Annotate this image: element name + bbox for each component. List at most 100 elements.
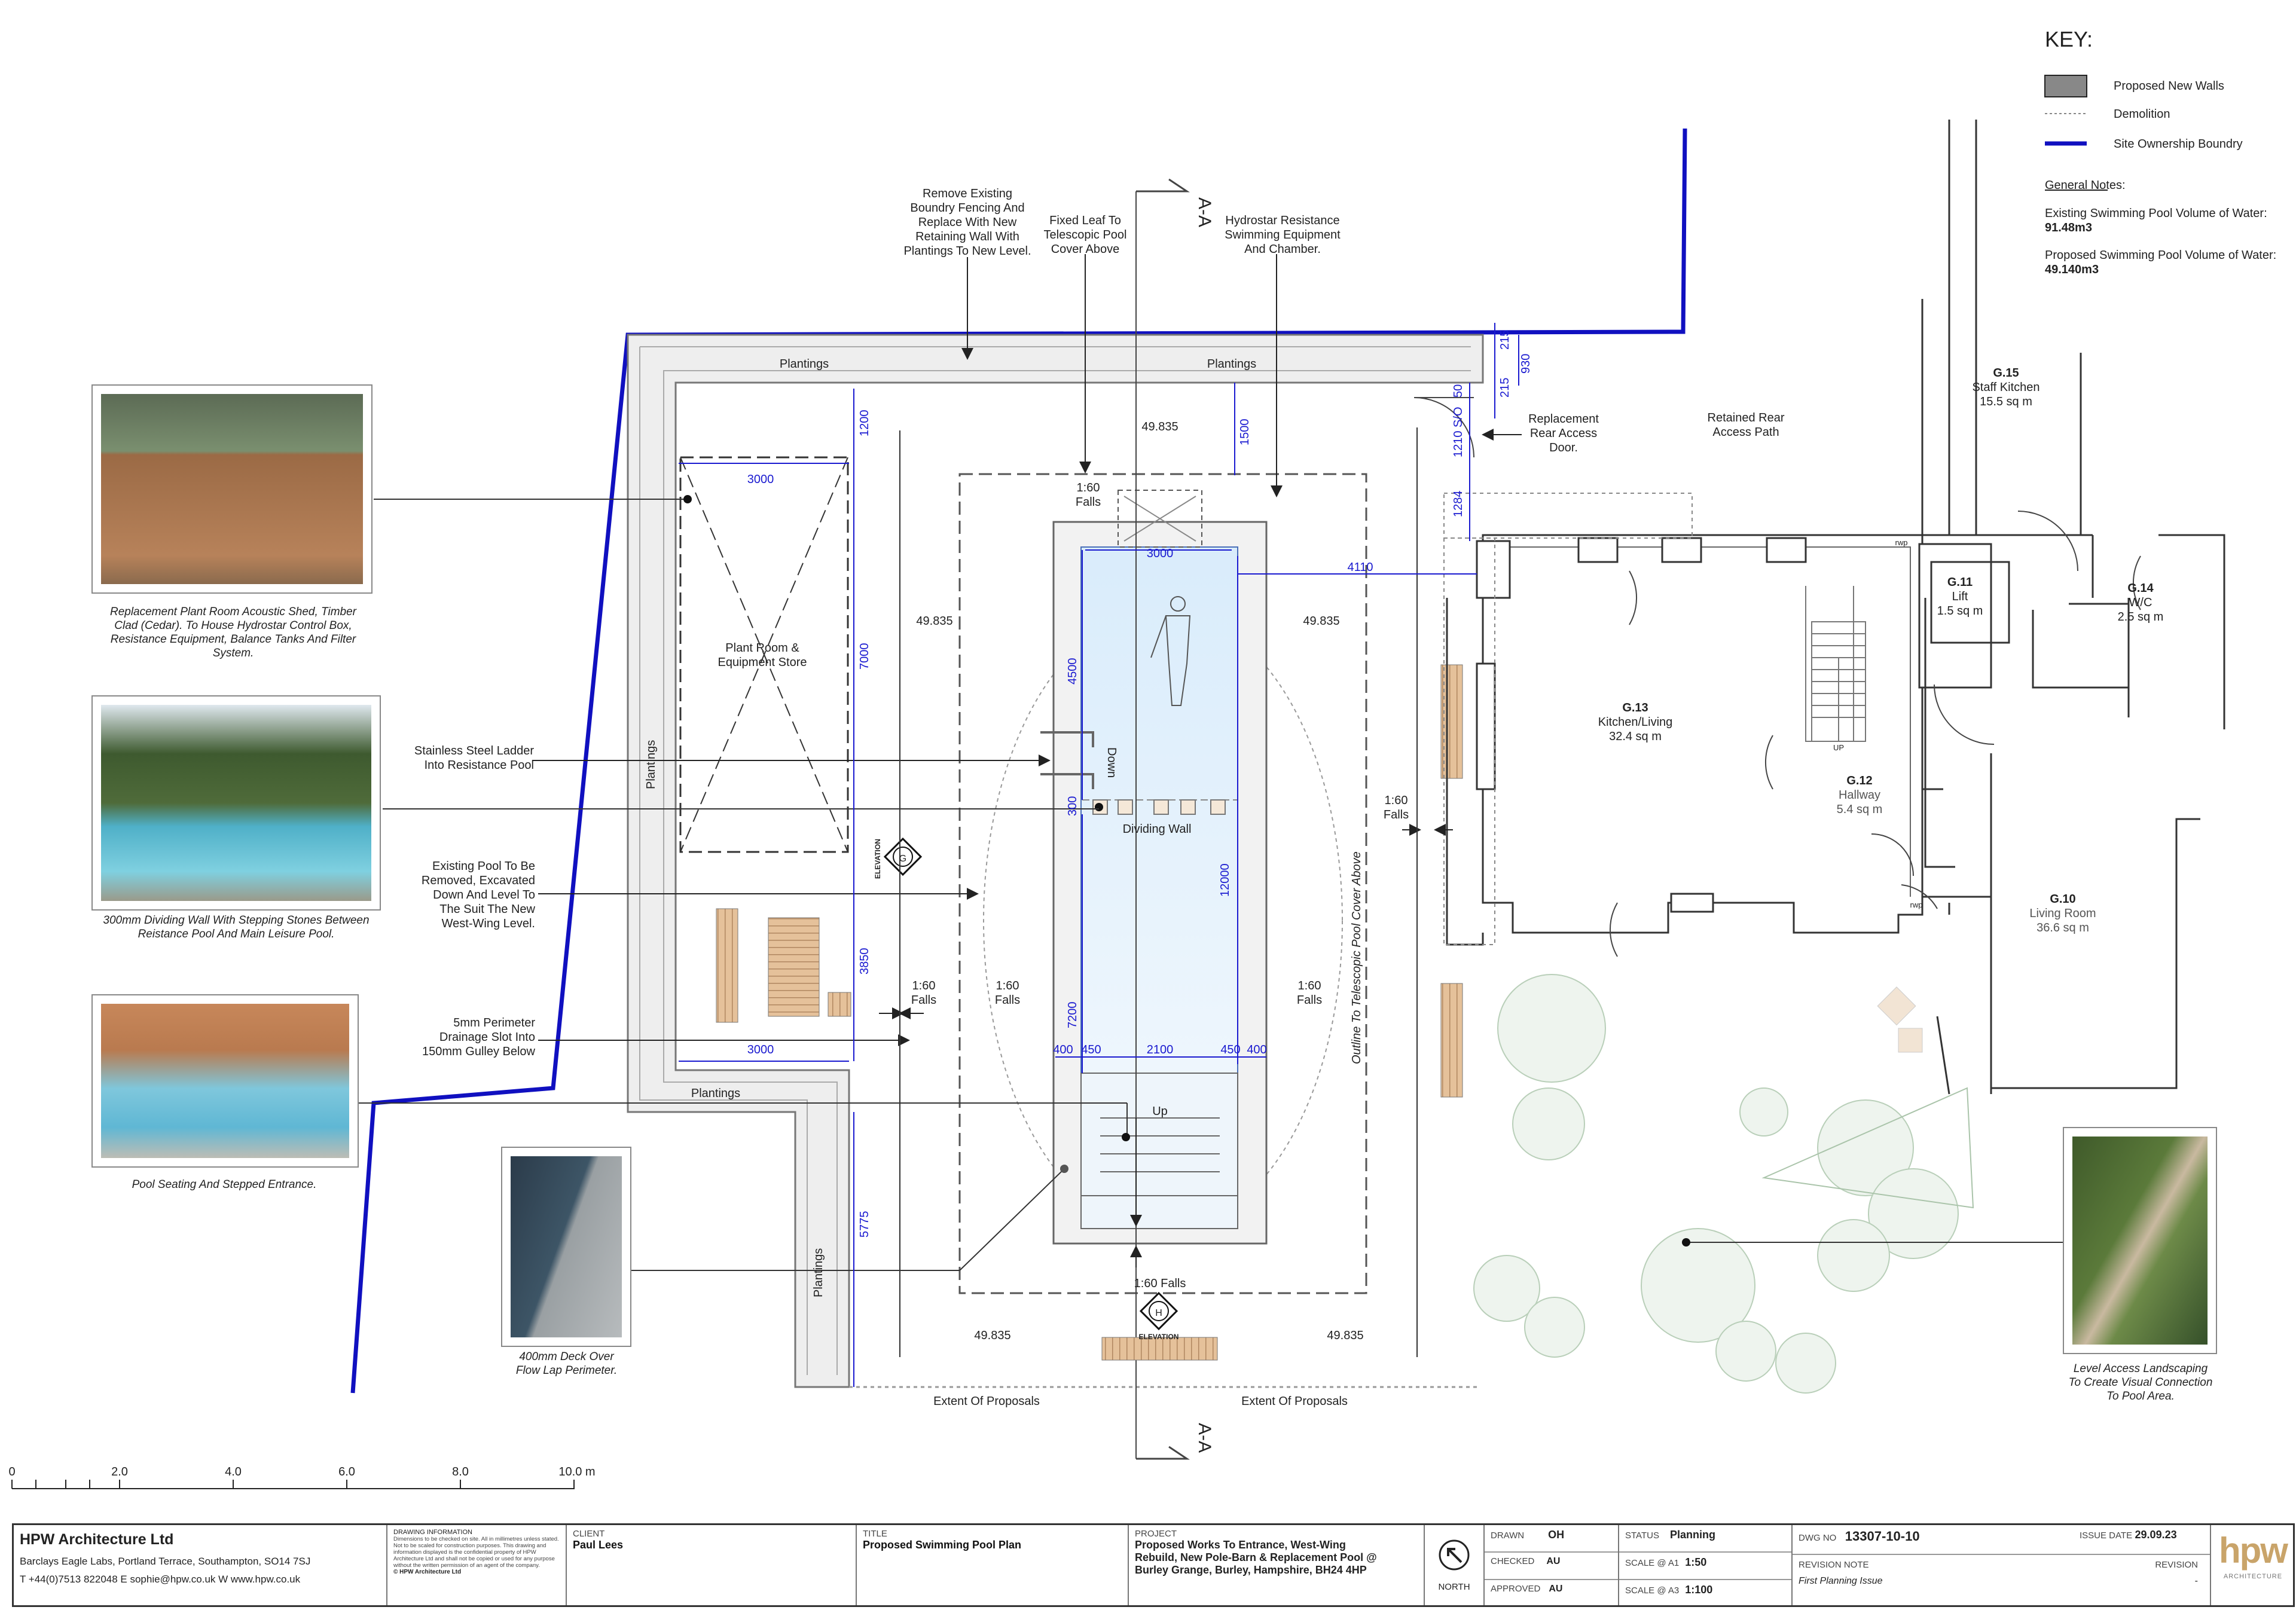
label-falls-bottom: 1:60 Falls xyxy=(1134,1277,1186,1290)
room-g11-area: 1.5 sq m xyxy=(1937,604,1983,618)
label-down: Down xyxy=(1105,747,1118,778)
dwg-cell: DWG NO 13307-10-10 ISSUE DATE 29.09.23 R… xyxy=(1793,1525,2211,1605)
north-cell: NORTH xyxy=(1425,1525,1485,1605)
room-g10-code: G.10 xyxy=(2050,893,2075,906)
scale-a3-value: 1:100 xyxy=(1685,1584,1713,1596)
hpw-logo: hpw xyxy=(2219,1530,2288,1571)
room-g10-area: 36.6 sq m xyxy=(2037,921,2089,934)
label-retained-path-2: Access Path xyxy=(1712,426,1779,439)
dwg-value: 13307-10-10 xyxy=(1845,1529,1920,1544)
label-remove-fencing-5: Plantings To New Level. xyxy=(903,245,1031,258)
dim-300: 300 xyxy=(1066,796,1079,816)
dim-1284: 1284 xyxy=(1452,491,1465,518)
label-drainage-2: Drainage Slot Into xyxy=(439,1031,535,1044)
label-stairs-up: UP xyxy=(1833,743,1844,752)
label-remove-fencing-2: Boundry Fencing And xyxy=(910,201,1024,215)
room-g11-code: G.11 xyxy=(1947,576,1973,589)
drawing-copyright: © HPW Architecture Ltd xyxy=(393,1569,462,1575)
dwg-label: DWG NO xyxy=(1799,1533,1837,1543)
company-cell: HPW Architecture Ltd Barclays Eagle Labs… xyxy=(14,1525,387,1605)
photo-pool-seating xyxy=(91,994,359,1168)
level-1: 49.835 xyxy=(1141,420,1178,433)
section-label-top: A-A xyxy=(1195,197,1214,227)
title-cell: TITLE Proposed Swimming Pool Plan xyxy=(857,1525,1129,1605)
dim-450-right: 450 xyxy=(1220,1043,1240,1056)
label-remove-fencing-3: Replace With New xyxy=(918,216,1017,229)
key-item-new-walls: Proposed New Walls xyxy=(2114,80,2224,93)
caption-shed: Replacement Plant Room Acoustic Shed, Ti… xyxy=(109,606,357,659)
elevation-h-label: ELEVATION xyxy=(1139,1333,1179,1341)
label-remove-fencing-4: Retaining Wall With xyxy=(915,230,1019,243)
key-item-demolition: Demolition xyxy=(2114,108,2170,121)
planting-wall xyxy=(627,334,1484,1388)
caption-dividing: 300mm Dividing Wall With Stepping Stones… xyxy=(103,914,370,940)
label-hydrostar-1: Hydrostar Resistance xyxy=(1225,214,1339,227)
status-value: Planning xyxy=(1669,1529,1715,1541)
drawing-info-text: Dimensions to be checked on site. All in… xyxy=(393,1536,559,1569)
label-ladder-1: Stainless Steel Ladder xyxy=(414,744,534,757)
site-ownership-boundary xyxy=(350,128,1687,1394)
room-g14-area: 2.5 sq m xyxy=(2118,610,2164,624)
photo-deck xyxy=(501,1147,631,1347)
dim-7200: 7200 xyxy=(1066,1002,1079,1029)
scale-8: 8.0 xyxy=(452,1465,469,1478)
title-label: TITLE xyxy=(863,1529,887,1539)
section-label-bottom: A-A xyxy=(1195,1423,1214,1453)
label-existing-pool-3: Down And Level To xyxy=(433,888,535,902)
elevation-marker-g xyxy=(883,837,923,876)
level-5: 49.835 xyxy=(1327,1329,1363,1342)
scale-a1-value: 1:50 xyxy=(1685,1556,1707,1568)
label-falls-top-1: 1:60 xyxy=(1077,481,1100,494)
label-falls-right-2: Falls xyxy=(1297,994,1322,1007)
plant-room xyxy=(679,456,849,853)
label-replacement-door-2: Rear Access xyxy=(1530,427,1597,440)
scale-bar xyxy=(11,1480,575,1489)
level-3: 49.835 xyxy=(1303,615,1339,628)
issue-value: 29.09.23 xyxy=(2135,1529,2177,1541)
photo-dividing-wall xyxy=(91,695,381,911)
dim-1500: 1500 xyxy=(1238,419,1251,446)
pool-cover-outline xyxy=(958,473,1367,1294)
north-arrow-icon xyxy=(1439,1539,1470,1571)
key-title: KEY: xyxy=(2045,27,2093,51)
dim-400-right: 400 xyxy=(1247,1043,1266,1056)
dim-7000: 7000 xyxy=(858,643,871,670)
label-hydrostar-3: And Chamber. xyxy=(1244,243,1321,256)
label-plant-room-2: Equipment Store xyxy=(718,656,807,669)
house-plan xyxy=(1446,120,2225,1095)
elevation-h-letter: H xyxy=(1155,1308,1162,1318)
note2-value: 49.140m3 xyxy=(2045,263,2099,276)
label-fixed-leaf-1: Fixed Leaf To xyxy=(1049,214,1121,227)
label-existing-pool-2: Removed, Excavated xyxy=(422,874,535,887)
title-value: Proposed Swimming Pool Plan xyxy=(863,1539,1022,1551)
dim-215-upper: 215 xyxy=(1498,330,1512,350)
dim-215-lower: 215 xyxy=(1498,378,1512,398)
approved-label: APPROVED xyxy=(1491,1584,1541,1594)
scale-2: 2.0 xyxy=(111,1465,128,1478)
dim-400-left: 400 xyxy=(1053,1043,1073,1056)
dim-450-left: 450 xyxy=(1081,1043,1101,1056)
general-notes-title: General Notes: xyxy=(2045,179,2126,192)
elevation-g-letter: G xyxy=(899,854,906,864)
elevation-marker-h xyxy=(1139,1291,1178,1331)
status-label: STATUS xyxy=(1625,1530,1659,1541)
label-falls-left-1: 1:60 xyxy=(912,979,936,992)
room-g11-name: Lift xyxy=(1952,590,1968,603)
room-g14-code: G.14 xyxy=(2127,582,2154,595)
room-g15-name: Staff Kitchen xyxy=(1972,381,2039,394)
label-replacement-door-1: Replacement xyxy=(1528,413,1599,426)
dim-3000-plantroom: 3000 xyxy=(747,473,774,486)
scale-4: 4.0 xyxy=(225,1465,242,1478)
room-g13-code: G.13 xyxy=(1622,701,1648,714)
north-label: NORTH xyxy=(1438,1582,1470,1592)
drawing-info-title: DRAWING INFORMATION xyxy=(393,1529,472,1536)
label-drainage-1: 5mm Perimeter xyxy=(453,1016,535,1029)
checked-label: CHECKED xyxy=(1491,1556,1535,1566)
room-g15-code: G.15 xyxy=(1993,366,2019,380)
room-g12-name: Hallway xyxy=(1839,789,1880,802)
drawn-value: OH xyxy=(1548,1529,1565,1541)
label-falls-mid-2: Falls xyxy=(995,994,1020,1007)
drawing-info-cell: DRAWING INFORMATION Dimensions to be che… xyxy=(387,1525,567,1605)
